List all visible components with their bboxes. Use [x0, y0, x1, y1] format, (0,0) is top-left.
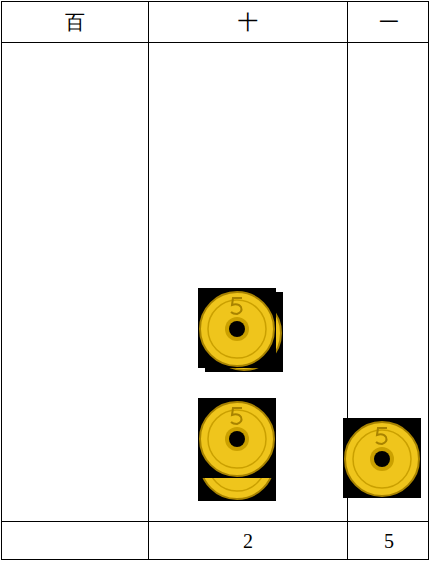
- column-header: 一: [379, 10, 399, 34]
- digit-cell: 5: [384, 529, 394, 553]
- column-header: 百: [65, 10, 85, 34]
- coin: [198, 288, 276, 368]
- coin: [343, 418, 421, 498]
- digit-cell: 2: [243, 529, 253, 553]
- coin: [198, 398, 276, 478]
- column-header: 十: [238, 10, 258, 34]
